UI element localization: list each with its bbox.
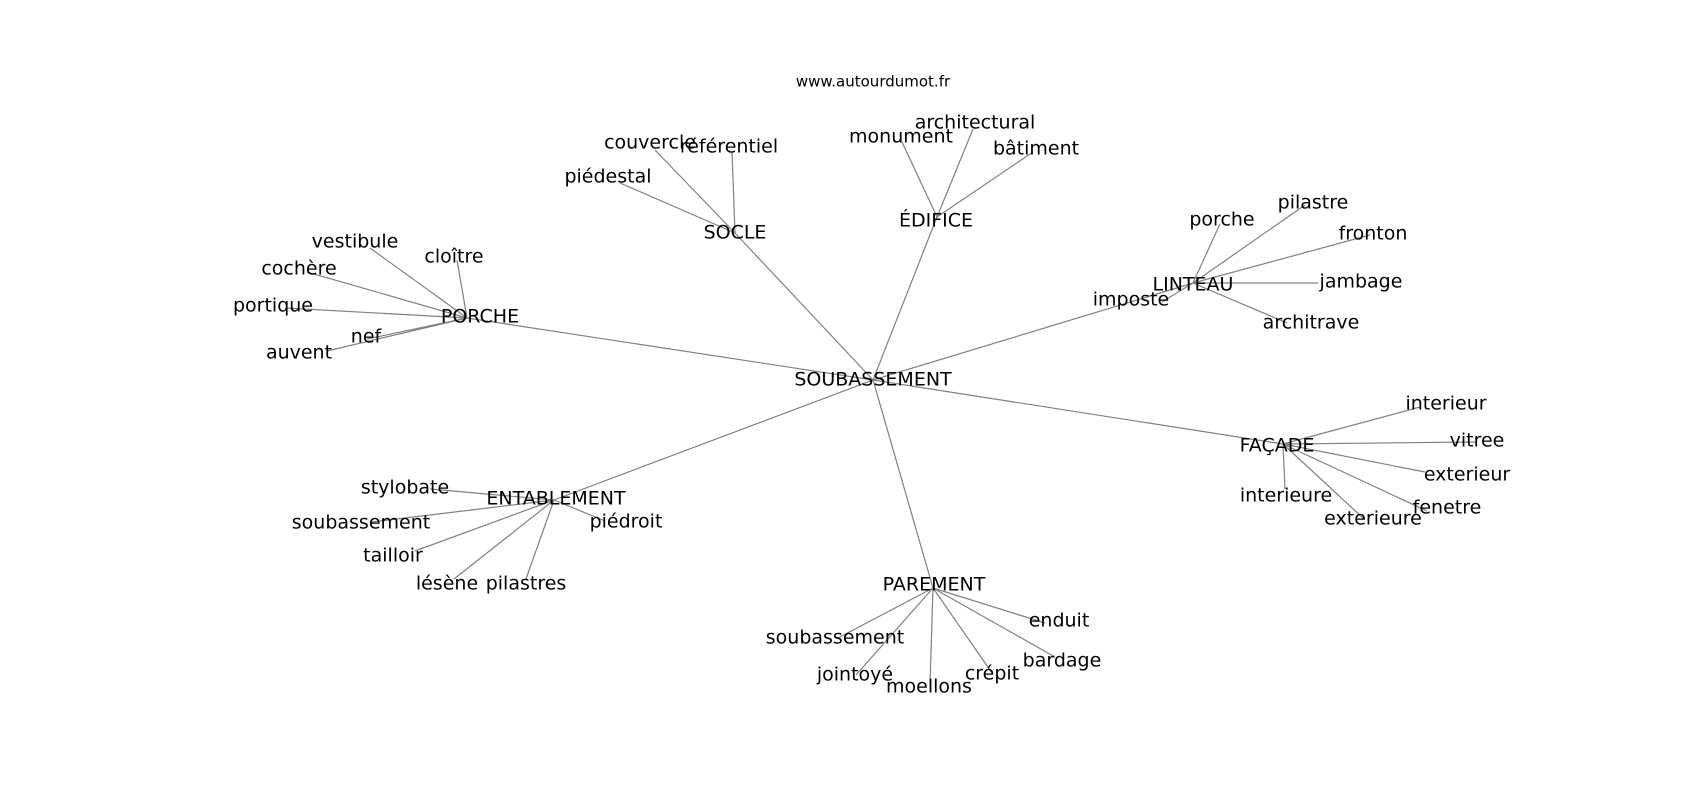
- leaf-node-batiment: bâtiment: [993, 138, 1079, 160]
- edge-linteau-fronton: [1192, 234, 1371, 284]
- leaf-node-portique: portique: [233, 295, 313, 317]
- hub-node-socle: SOCLE: [704, 222, 767, 244]
- leaf-node-jointoye: jointoyé: [816, 664, 893, 686]
- edge-edifice-architectural: [936, 128, 974, 218]
- edge-root-edifice: [872, 216, 938, 381]
- leaf-node-vestibule: vestibule: [312, 231, 399, 253]
- leaf-node-enduit: enduit: [1029, 610, 1090, 632]
- edge-facade-interieur: [1282, 406, 1421, 445]
- edge-entablement-tailloir: [414, 499, 555, 552]
- edge-porche-auvent: [326, 317, 468, 352]
- graph-edges: [285, 128, 1477, 685]
- edge-porche-cochere: [306, 271, 468, 319]
- edge-root-parement: [872, 379, 934, 589]
- leaf-node-stylobate: stylobate: [361, 477, 449, 499]
- edge-root-socle: [734, 232, 874, 381]
- source-credit: www.autourdumot.fr: [796, 73, 951, 91]
- leaf-node-vitree: vitree: [1450, 430, 1505, 452]
- edge-socle-couvercle: [654, 149, 736, 234]
- leaf-node-tailloir: tailloir: [363, 545, 423, 567]
- hub-node-facade: FAÇADE: [1240, 435, 1315, 457]
- edge-linteau-porche: [1192, 223, 1221, 284]
- edge-entablement-stylobate: [429, 488, 555, 501]
- leaf-node-porche: porche: [1189, 209, 1254, 231]
- hub-node-edifice: ÉDIFICE: [899, 209, 973, 232]
- leaf-node-imposte: imposte: [1093, 289, 1170, 311]
- leaf-node-lesene: lésène: [416, 573, 478, 595]
- edge-edifice-batiment: [936, 151, 1034, 218]
- leaf-node-fenetre: fenetre: [1413, 497, 1482, 519]
- edge-entablement-pilastres: [525, 499, 555, 580]
- edge-porche-portique: [285, 307, 468, 319]
- edge-parement-moellons: [929, 587, 934, 685]
- edge-linteau-architrave: [1192, 282, 1288, 324]
- edge-facade-exterieure: [1282, 443, 1365, 520]
- leaf-node-soubassement: soubassement: [766, 627, 904, 649]
- leaf-node-moellons: moellons: [886, 676, 972, 698]
- leaf-node-piedroit: piédroit: [590, 511, 663, 533]
- edge-socle-referentiel: [731, 151, 736, 234]
- leaf-node-referentiel: référentiel: [680, 136, 778, 158]
- edge-linteau-pilastre: [1192, 204, 1306, 284]
- edge-porche-vestibule: [369, 247, 468, 319]
- root-node-label: SOUBASSEMENT: [794, 369, 952, 391]
- edge-facade-interieure: [1282, 443, 1286, 490]
- leaf-node-interieure: interieure: [1240, 485, 1332, 507]
- leaf-node-piedestal: piédestal: [564, 166, 651, 188]
- leaf-node-architectural: architectural: [915, 112, 1036, 134]
- edge-facade-fenetre: [1282, 443, 1428, 512]
- edge-root-porche: [466, 317, 874, 381]
- edge-parement-jointoye: [855, 587, 934, 676]
- leaf-node-interieur: interieur: [1405, 393, 1486, 415]
- hub-node-parement: PAREMENT: [883, 574, 986, 596]
- edge-socle-piedestal: [619, 182, 736, 234]
- edge-facade-exterieur: [1282, 443, 1426, 473]
- edge-parement-soubassement: [837, 587, 934, 639]
- edge-edifice-monument: [901, 141, 938, 218]
- edge-parement-enduit: [932, 587, 1046, 624]
- leaf-node-jambage: jambage: [1319, 271, 1403, 293]
- edge-entablement-piedroit: [553, 499, 606, 522]
- edge-root-linteau: [872, 282, 1194, 381]
- edge-entablement-lesene: [453, 499, 555, 580]
- leaf-node-monument: monument: [849, 126, 953, 148]
- leaf-node-fronton: fronton: [1339, 223, 1408, 245]
- leaf-node-architrave: architrave: [1263, 312, 1360, 334]
- edge-root-facade: [872, 379, 1284, 445]
- edge-porche-cloitre: [456, 259, 468, 319]
- edge-entablement-soubassement: [371, 499, 555, 523]
- leaf-node-exterieure: exterieure: [1324, 508, 1422, 530]
- leaf-node-cloitre: cloître: [424, 246, 483, 268]
- hub-node-entablement: ENTABLEMENT: [486, 488, 626, 510]
- leaf-node-cochere: cochère: [261, 258, 336, 280]
- leaf-node-couvercle: couvercle: [604, 132, 696, 154]
- edge-linteau-imposte: [1161, 282, 1194, 303]
- leaf-node-pilastre: pilastre: [1278, 192, 1349, 214]
- leaf-node-pilastres: pilastres: [486, 573, 567, 595]
- leaf-node-crepit: crépit: [965, 663, 1019, 685]
- edge-facade-vitree: [1282, 441, 1477, 445]
- leaf-node-exterieur: exterieur: [1424, 464, 1511, 486]
- hub-node-linteau: LINTEAU: [1153, 274, 1234, 296]
- edge-parement-bardage: [932, 587, 1056, 658]
- edge-root-entablement: [553, 379, 874, 501]
- edge-parement-crepit: [932, 587, 993, 674]
- leaf-node-auvent: auvent: [266, 342, 332, 364]
- leaf-node-bardage: bardage: [1023, 650, 1102, 672]
- leaf-node-nef: nef: [351, 326, 383, 348]
- leaf-node-soubassement: soubassement: [292, 512, 430, 534]
- hub-node-porche: PORCHE: [441, 306, 519, 328]
